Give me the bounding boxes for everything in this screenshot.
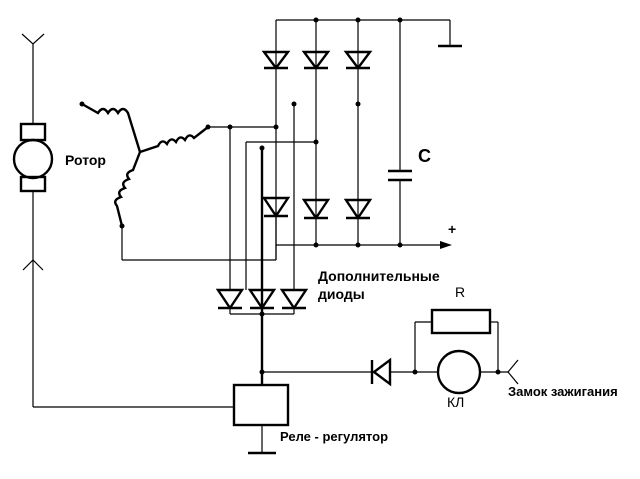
lamp-icon <box>436 349 482 395</box>
extra-diodes <box>215 288 309 317</box>
ignition-connector-icon <box>507 359 519 385</box>
lamp-branch <box>262 308 519 395</box>
rectifier-column-1 <box>261 20 291 260</box>
phase-taps <box>227 101 316 290</box>
diode-icon <box>301 50 331 70</box>
rotor-assembly <box>12 33 234 408</box>
rotor-label: Ротор <box>65 152 106 168</box>
diode-icon <box>372 357 392 387</box>
plus-output-bus <box>276 241 452 249</box>
lamp-label: КЛ <box>447 394 465 410</box>
resistor-icon <box>430 308 492 335</box>
plus-label: + <box>448 221 457 237</box>
diode-icon <box>301 198 331 221</box>
rotor-icon <box>12 138 54 180</box>
rectifier-column-2 <box>301 20 331 248</box>
rectifier-column-3 <box>343 20 403 248</box>
ignition-label: Замок зажигания <box>508 384 618 399</box>
regulator-label: Реле - регулятор <box>280 429 389 444</box>
extra-diodes-label-line2: диоды <box>318 286 365 302</box>
top-bus <box>276 17 462 48</box>
arrow-right-icon <box>440 241 452 249</box>
diode-icon <box>261 50 291 70</box>
resistor-label: R <box>455 284 466 300</box>
stator-winding-c <box>114 151 142 227</box>
diode-icon <box>343 50 373 70</box>
rotor-top-brush <box>19 122 47 142</box>
extra-diodes-label-line1: Дополнительные <box>318 268 440 284</box>
stator-winding-a <box>81 102 142 153</box>
stator-winding-b <box>139 126 209 154</box>
voltage-regulator <box>232 383 290 455</box>
rotor-top-terminal-arrow <box>21 33 45 45</box>
capacitor-label: C <box>418 146 431 166</box>
capacitor <box>388 20 412 245</box>
regulator-feed <box>259 145 265 385</box>
diode-icon <box>279 288 309 311</box>
diode-icon <box>215 288 245 311</box>
diode-icon <box>261 196 291 219</box>
regulator-box <box>232 383 290 427</box>
rotor-connector-icon <box>22 259 44 271</box>
diode-icon <box>343 198 373 221</box>
